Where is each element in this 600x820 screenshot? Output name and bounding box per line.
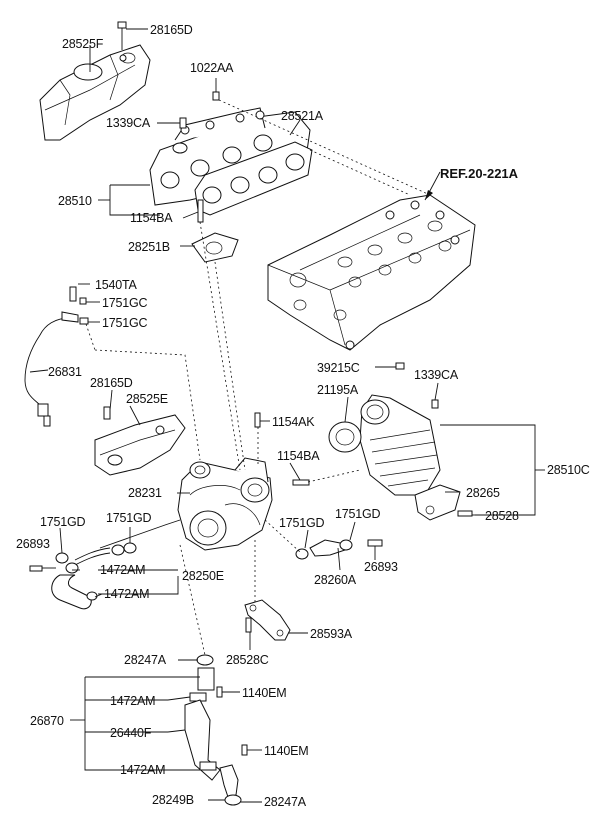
label-ref-20-221a: REF.20-221A — [440, 166, 519, 181]
label-28260a: 28260A — [314, 573, 357, 587]
bracket-28593a — [244, 599, 291, 641]
label-28247a-top: 28247A — [124, 653, 167, 667]
label-1140em-b: 1140EM — [264, 744, 308, 758]
label-1751gd-a: 1751GD — [40, 515, 86, 529]
heat-shield-lower — [94, 406, 186, 476]
gasket-21195a — [328, 421, 362, 453]
label-1154ba-mid: 1154BA — [277, 449, 320, 463]
label-1022aa: 1022AA — [190, 61, 234, 75]
label-26440f: 26440F — [110, 726, 152, 740]
turbocharger — [177, 457, 273, 551]
catalytic-converter — [359, 394, 461, 521]
label-39215c: 39215C — [317, 361, 360, 375]
label-28593a: 28593A — [310, 627, 353, 641]
label-1472am-b: 1472AM — [104, 587, 149, 601]
label-28510: 28510 — [58, 194, 92, 208]
label-1140em-a: 1140EM — [242, 686, 286, 700]
nut-1022aa — [212, 91, 220, 101]
bolt-28165d-top — [117, 21, 127, 50]
label-28525f: 28525F — [62, 37, 104, 51]
label-1751gc-b: 1751GC — [102, 316, 148, 330]
label-1339ca-right: 1339CA — [414, 368, 459, 382]
label-1751gd-b: 1751GD — [106, 511, 152, 525]
label-26893-right: 26893 — [364, 560, 398, 574]
label-1339ca-top: 1339CA — [106, 116, 151, 130]
label-28247a-bot: 28247A — [264, 795, 307, 809]
label-26893-left: 26893 — [16, 537, 50, 551]
label-28250e: 28250E — [182, 569, 224, 583]
stud-1154ak — [254, 412, 261, 428]
label-28510c: 28510C — [547, 463, 590, 477]
label-28251b: 28251B — [128, 240, 170, 254]
exhaust-manifold — [149, 107, 311, 206]
oil-drain-hose — [184, 654, 248, 806]
label-28528c: 28528C — [226, 653, 269, 667]
cylinder-head — [267, 194, 476, 351]
oil-pipe-28260a — [295, 539, 383, 560]
label-1751gd-d: 1751GD — [335, 507, 381, 521]
label-1154ak: 1154AK — [272, 415, 315, 429]
label-1472am-d: 1472AM — [120, 763, 165, 777]
oil-feed-pipe — [29, 542, 137, 610]
label-26870: 26870 — [30, 714, 64, 728]
label-1472am-c: 1472AM — [110, 694, 155, 708]
label-1472am-a: 1472AM — [100, 563, 145, 577]
label-26831: 26831 — [48, 365, 82, 379]
label-28249b: 28249B — [152, 793, 194, 807]
stud-1154ba-top — [197, 199, 204, 223]
label-28265: 28265 — [466, 486, 500, 500]
stud-1154ba-mid — [292, 479, 310, 486]
nut-1339ca-right — [431, 399, 439, 409]
label-1751gd-c: 1751GD — [279, 516, 325, 530]
bolt-28528 — [457, 510, 473, 517]
ref-arrowhead — [425, 190, 433, 200]
label-28165d-mid: 28165D — [90, 376, 133, 390]
label-28528: 28528 — [485, 509, 519, 523]
nut-1339ca-top — [179, 117, 187, 129]
label-1540ta: 1540TA — [95, 278, 138, 292]
label-28521a: 28521A — [281, 109, 324, 123]
label-1154ba-top: 1154BA — [130, 211, 173, 225]
sensor-39215c — [395, 362, 405, 370]
manifold-gasket — [194, 141, 313, 216]
label-21195a: 21195A — [317, 383, 359, 397]
heat-shield-upper — [39, 44, 151, 141]
label-28525e: 28525E — [126, 392, 168, 406]
leader-lines — [29, 28, 545, 803]
part-labels: 28165D 28525F 1022AA 1339CA 28521A REF.2… — [16, 23, 590, 809]
label-28231: 28231 — [128, 486, 162, 500]
oxygen-sensor — [24, 286, 89, 427]
turbo-gasket-28251b — [191, 232, 239, 263]
label-1751gc-a: 1751GC — [102, 296, 148, 310]
label-28165d-top: 28165D — [150, 23, 193, 37]
